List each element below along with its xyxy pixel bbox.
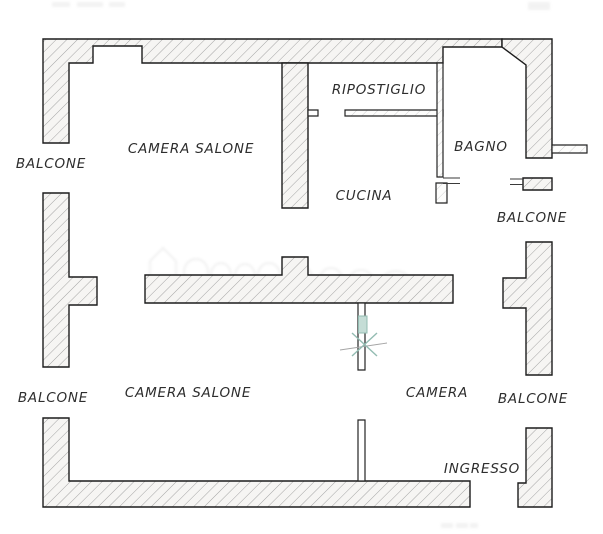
watermark-mark bbox=[52, 2, 70, 7]
room-label-cucina: CUCINA bbox=[336, 188, 393, 204]
room-label-balcone-bottom-left: BALCONE bbox=[18, 390, 88, 406]
wall-segment bbox=[522, 177, 553, 191]
watermark-mark bbox=[528, 2, 550, 10]
thin-wall-segment bbox=[435, 182, 448, 204]
room-label-camera-salone-top: CAMERA SALONE bbox=[128, 141, 254, 157]
camera-door-symbol bbox=[351, 315, 378, 357]
watermark-mark bbox=[456, 523, 468, 528]
watermark-mark bbox=[109, 2, 125, 7]
room-label-camera: CAMERA bbox=[406, 385, 468, 401]
door-jamb-line bbox=[339, 342, 388, 351]
watermark-mark bbox=[441, 523, 453, 528]
wall-segment bbox=[517, 427, 553, 508]
wall-segment bbox=[281, 62, 309, 209]
thin-wall-segment bbox=[551, 144, 588, 154]
wall-segment bbox=[42, 38, 503, 144]
thin-wall-segment bbox=[357, 419, 366, 482]
room-label-balcone-top-right: BALCONE bbox=[497, 210, 567, 226]
wall-segment bbox=[42, 417, 471, 508]
room-label-ingresso: INGRESSO bbox=[444, 461, 520, 477]
door-cross-icon bbox=[351, 332, 378, 357]
wall-segment bbox=[144, 256, 454, 304]
thin-wall-segment bbox=[307, 109, 319, 117]
room-label-balcone-mid-right: BALCONE bbox=[498, 391, 568, 407]
thin-wall-segment bbox=[344, 109, 444, 117]
room-label-ripostiglio: RIPOSTIGLIO bbox=[332, 82, 426, 98]
room-label-camera-salone-bottom: CAMERA SALONE bbox=[125, 385, 251, 401]
wall-segment bbox=[42, 192, 98, 368]
watermark-mark bbox=[470, 523, 478, 528]
wall-segment bbox=[502, 241, 553, 376]
room-labels: BALCONE CAMERA SALONE RIPOSTIGLIO BAGNO CUCI… bbox=[16, 82, 568, 477]
door-leaf-icon bbox=[358, 315, 368, 334]
wall-segment bbox=[501, 38, 553, 159]
thin-wall-segment bbox=[357, 302, 366, 371]
room-label-bagno: BAGNO bbox=[454, 139, 508, 155]
room-label-balcone-top-left: BALCONE bbox=[16, 156, 86, 172]
thin-wall-segment bbox=[436, 62, 444, 178]
watermark-house-icon bbox=[149, 246, 177, 277]
door-jambs bbox=[339, 177, 523, 351]
thick-walls bbox=[42, 38, 553, 508]
watermark-mark bbox=[77, 2, 103, 7]
